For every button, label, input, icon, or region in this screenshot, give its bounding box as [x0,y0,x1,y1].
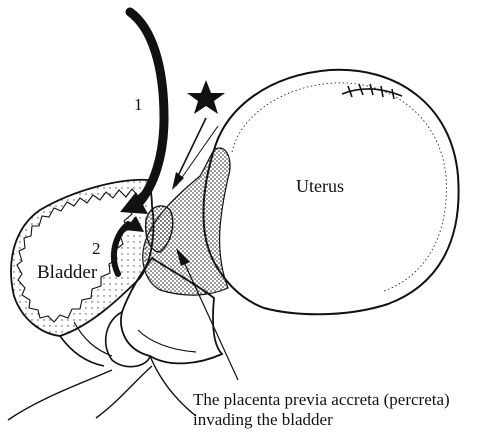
uterus-label: Uterus [296,177,344,195]
fold-arrow [178,118,206,176]
arrow-1-label: 1 [134,96,143,113]
caption-line-1: The placenta previa accreta (percreta) [193,390,450,410]
bladder-label: Bladder [36,263,98,282]
arrow-2-label: 2 [92,240,101,257]
urethra [60,336,104,366]
star-icon [187,80,225,114]
pelvic-line-lower [150,356,196,416]
fold-arrow-head [172,172,184,190]
pelvic-line-left [8,370,112,420]
caption-line-2: invading the bladder [193,410,450,430]
caption: The placenta previa accreta (percreta) i… [193,390,450,430]
